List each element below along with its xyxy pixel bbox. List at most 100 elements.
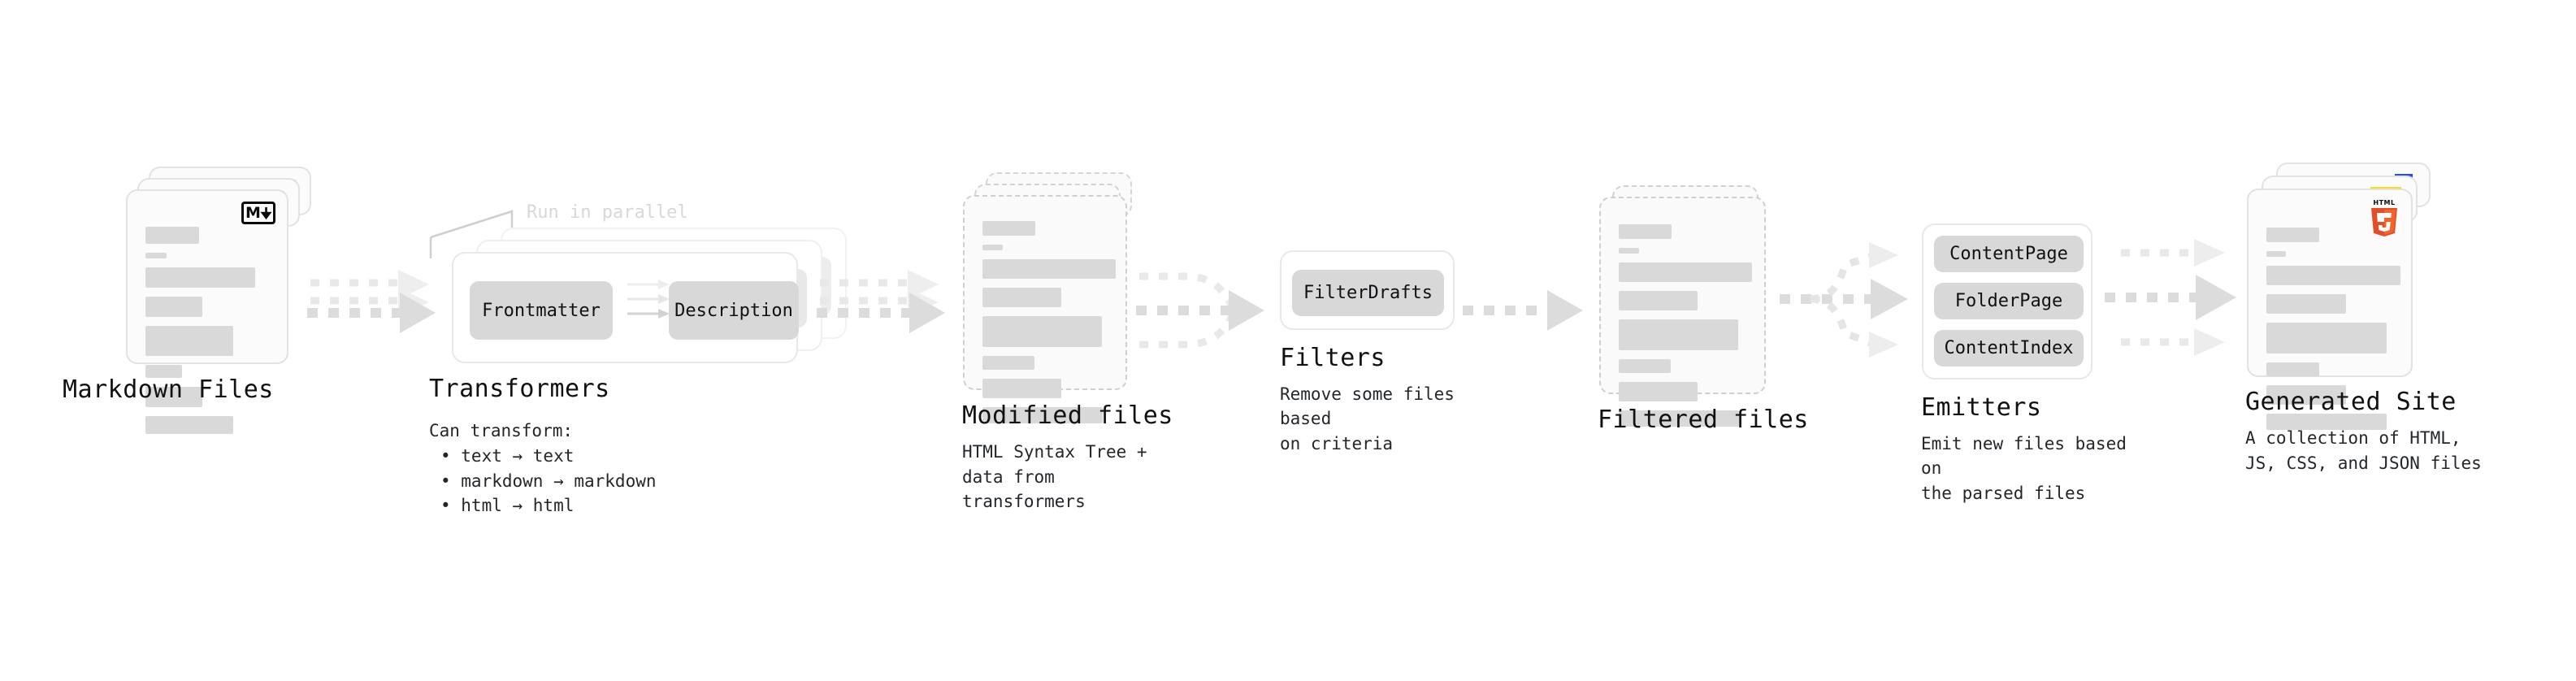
emitter-pill-label: FolderPage (1954, 291, 2063, 311)
connector-emitters-to-site (2105, 234, 2251, 380)
content-line (1619, 291, 1698, 310)
emitter-pill-contentpage[interactable]: ContentPage (1934, 236, 2084, 272)
content-line (1619, 410, 1739, 427)
content-line (145, 227, 199, 244)
content-line (145, 416, 233, 434)
markdown-badge: M (241, 202, 275, 224)
content-line (982, 221, 1035, 236)
filter-pill-label: FilterDrafts (1303, 283, 1433, 303)
card-content-lines (2266, 228, 2400, 439)
content-line (2266, 414, 2387, 430)
emitter-pill-label: ContentPage (1949, 244, 2068, 264)
stage-sub-generated-site: A collection of HTML, JS, CSS, and JSON … (2245, 427, 2489, 476)
stage-sub-filters: Remove some files based on criteria (1280, 383, 1483, 456)
site-card-stack: CSS HTML (2247, 163, 2491, 430)
arrowhead (2196, 275, 2236, 320)
content-line (1619, 319, 1738, 350)
connector-filtered-to-emitters (1780, 236, 1926, 382)
stage-filtered-files: Filtered files (1598, 185, 1811, 433)
content-line (2266, 385, 2346, 405)
filters-box: FilterDrafts (1280, 250, 1455, 330)
content-line (145, 365, 182, 378)
card-content-lines (982, 221, 1116, 432)
transformers-box-front: Frontmatter Description (452, 252, 799, 363)
content-line (2266, 294, 2346, 314)
stage-generated-site: CSS HTML (2245, 163, 2491, 473)
filters-sub-line: Remove some files based (1280, 384, 1455, 428)
transformers-sub-line: • html → html (440, 496, 575, 516)
markdown-card-front: M (126, 189, 288, 434)
arrowhead (1871, 279, 1908, 319)
filter-pill-filterdrafts[interactable]: FilterDrafts (1292, 270, 1444, 316)
arrowhead-faint (2194, 239, 2225, 356)
dotted-line-faint (2121, 249, 2201, 346)
modified-sub-line: data from transformers (962, 466, 1086, 511)
transformer-pill-description[interactable]: Description (669, 281, 799, 340)
emitter-pill-label: ContentIndex (1944, 338, 2074, 358)
content-line (982, 245, 1003, 250)
content-line (2266, 228, 2319, 242)
transformers-sub-line: • markdown → markdown (440, 471, 657, 491)
markdown-arrow-icon (260, 206, 272, 219)
html5-badge-icon: HTML (2368, 197, 2400, 236)
stage-markdown-files: M M M (63, 167, 337, 434)
svg-text:HTML: HTML (2373, 199, 2395, 206)
dotted-line-faint (310, 279, 403, 305)
content-line (2266, 323, 2387, 354)
content-line (1619, 382, 1698, 401)
content-line (145, 326, 233, 356)
content-line (1619, 359, 1671, 373)
content-line (2266, 266, 2400, 285)
stage-sub-emitters: Emit new files based on the parsed files (1921, 432, 2157, 505)
filtered-card-stack (1599, 185, 1811, 427)
filters-sub-line: on criteria (1280, 433, 1394, 453)
content-line (1619, 248, 1639, 254)
stage-sub-transformers: Can transform: • text → text • markdown … (429, 419, 657, 518)
arrowhead (1547, 290, 1583, 331)
content-line (982, 356, 1034, 370)
stage-label-modified-files: Modified files (962, 401, 1173, 430)
filtered-card-front (1599, 197, 1766, 427)
content-line (145, 297, 202, 317)
stage-label-filtered-files: Filtered files (1598, 406, 1809, 434)
stage-label-transformers: Transformers (429, 375, 610, 403)
connector-transformers-to-modified (817, 268, 955, 358)
stage-label-emitters: Emitters (1921, 393, 2042, 422)
transformers-sub-line: • text → text (440, 445, 575, 466)
site-sub-line: JS, CSS, and JSON files (2245, 453, 2482, 473)
markdown-card-stack: M M M (126, 167, 337, 434)
stage-label-filters: Filters (1280, 344, 1386, 372)
emitters-sub-line: the parsed files (1921, 483, 2086, 503)
card-content-lines (1619, 224, 1752, 436)
content-line (982, 288, 1061, 307)
connector-modified-to-filters (1136, 270, 1274, 359)
stage-modified-files: Modified files HTML Syntax Tree + data f… (962, 172, 1174, 511)
stage-sub-modified-files: HTML Syntax Tree + data from transformer… (962, 440, 1174, 514)
transformer-pill-label: Description (674, 300, 793, 321)
emitters-sub-line: Emit new files based on (1921, 434, 2127, 478)
content-line (145, 267, 255, 288)
modified-sub-line: HTML Syntax Tree + (962, 442, 1147, 462)
markdown-badge-label: M (245, 203, 261, 222)
modified-card-front (963, 195, 1127, 423)
transformers-sub-line: Can transform: (429, 421, 574, 440)
stage-label-markdown-files: Markdown Files (63, 375, 274, 404)
content-line (982, 407, 1103, 423)
content-line (2266, 362, 2319, 376)
content-line (1619, 262, 1752, 282)
content-line (982, 379, 1061, 398)
content-line (982, 316, 1102, 347)
transformer-pill-frontmatter[interactable]: Frontmatter (470, 281, 613, 340)
arrowhead-faint (1869, 242, 1898, 358)
content-line (2266, 251, 2286, 257)
emitter-pill-contentindex[interactable]: ContentIndex (1934, 330, 2084, 367)
run-in-parallel-label: Run in parallel (527, 202, 688, 223)
modified-card-stack (963, 172, 1174, 423)
content-line (1619, 224, 1672, 239)
inner-arrowhead (658, 280, 670, 319)
site-sub-line: A collection of HTML, (2245, 428, 2461, 448)
emitter-pill-folderpage[interactable]: FolderPage (1934, 283, 2084, 319)
connector-md-to-transformers (307, 268, 445, 358)
stage-label-generated-site: Generated Site (2245, 388, 2457, 416)
